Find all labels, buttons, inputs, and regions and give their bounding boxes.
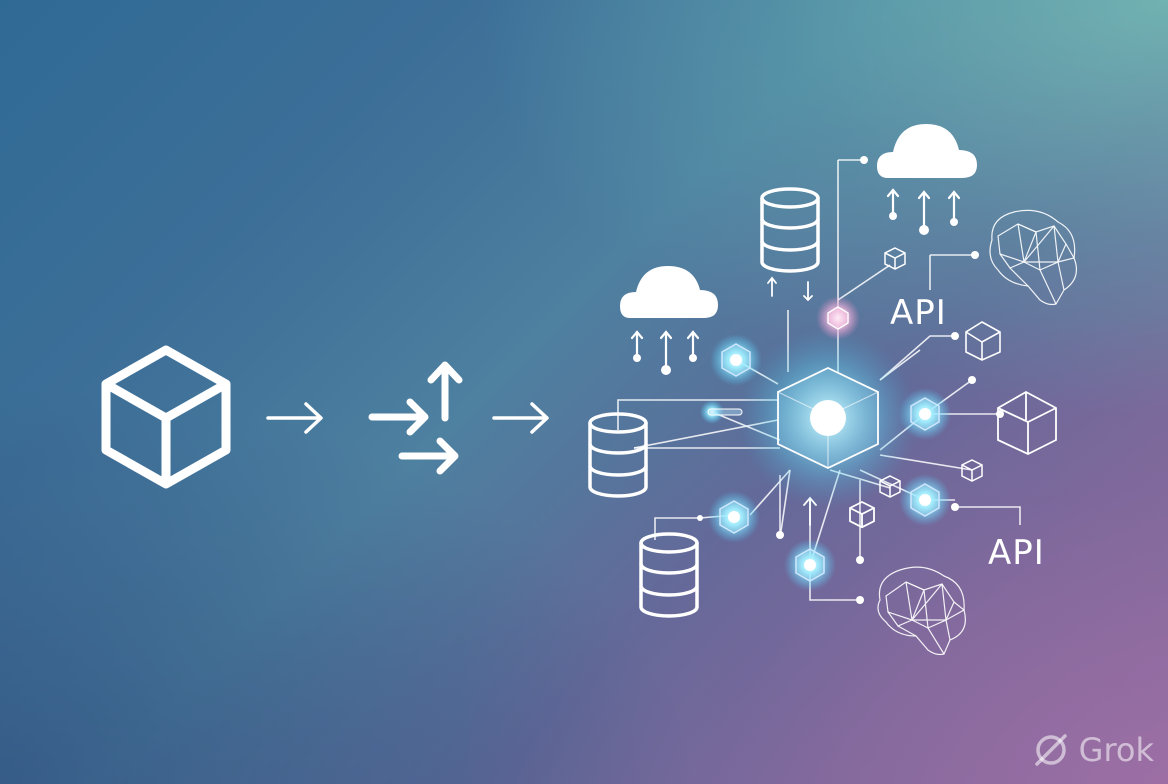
network-node: [898, 473, 952, 527]
brain-mesh-icon: [877, 566, 966, 656]
arrow-right-icon: [492, 402, 549, 434]
network-node: [898, 387, 952, 441]
cloud-upload-icon: [877, 124, 977, 235]
api-label: API: [988, 533, 1045, 573]
grok-logo-icon: [1034, 734, 1067, 766]
database-icon: [760, 187, 820, 273]
watermark-text: Grok: [1078, 731, 1154, 769]
arrow-right-icon: [266, 402, 323, 434]
watermark: Grok: [1031, 730, 1154, 770]
api-label: API: [890, 293, 947, 333]
network-node: [707, 490, 761, 544]
wireframe-cube-icon: [884, 247, 906, 270]
network-node: [783, 538, 837, 592]
wireframe-cube-icon: [997, 390, 1057, 455]
network-node: [709, 333, 763, 387]
wireframe-cube-icon: [849, 501, 875, 529]
network-hub-icon: [738, 328, 918, 508]
wireframe-cube-icon: [961, 459, 983, 482]
database-icon: [639, 532, 699, 618]
network-node-pink: [816, 296, 860, 340]
split-arrows-icon: [368, 361, 463, 475]
arrow-up-icon: [767, 276, 813, 302]
cube-icon: [101, 345, 231, 489]
wireframe-cube-icon: [965, 321, 1001, 361]
cloud-upload-icon: [620, 266, 718, 375]
network-node: [700, 400, 743, 424]
brain-mesh-icon: [989, 209, 1077, 306]
